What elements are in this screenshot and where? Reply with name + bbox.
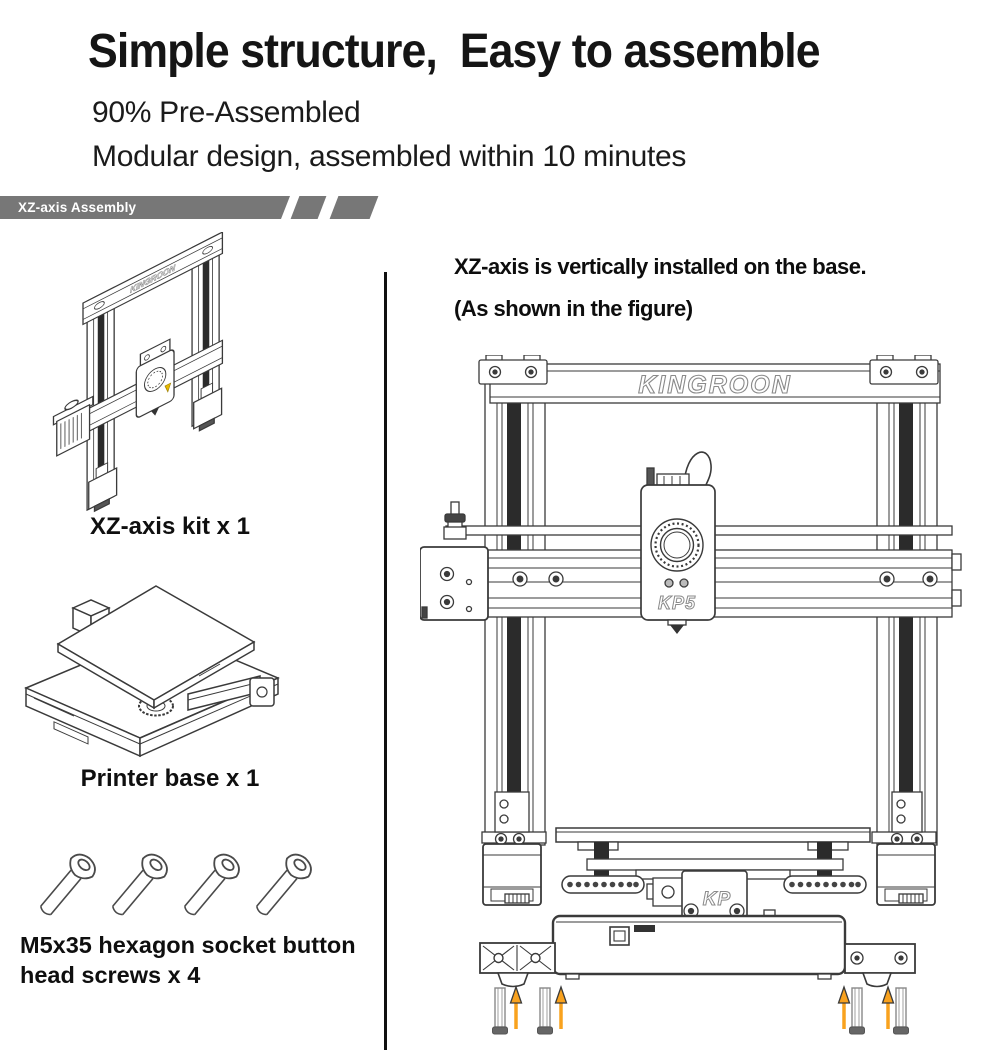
rubber-foot	[861, 972, 893, 988]
foot-brackets	[479, 942, 916, 988]
subtitle-modular: Modular design, assembled within 10 minu…	[92, 140, 687, 173]
screw-direction-arrows	[508, 985, 896, 1031]
column-divider	[384, 272, 387, 1050]
banner-stripe-icon	[290, 196, 327, 219]
xz-axis-kit-illustration: KINGROON	[52, 232, 224, 513]
page-title: Simple structure, Easy to assemble	[88, 25, 821, 78]
base-unit	[551, 909, 847, 980]
instruction-line-1: XZ-axis is vertically installed on the b…	[454, 254, 867, 279]
rubber-foot	[496, 972, 530, 988]
printer-base-illustration	[24, 585, 280, 758]
instruction-line-2: (As shown in the figure)	[454, 296, 693, 321]
x-motor-bracket	[420, 546, 489, 621]
corner-brackets	[478, 355, 939, 385]
printer-illustration: KINGROON	[420, 355, 962, 1035]
z-motor-right	[876, 843, 936, 906]
top-crossbar: KINGROON	[489, 363, 941, 404]
subtitle-preassembled: 90% Pre-Assembled	[92, 96, 361, 129]
instruction-text: XZ-axis is vertically installed on the b…	[454, 246, 984, 330]
up-arrow-icon	[553, 985, 569, 1031]
screws-label: M5x35 hexagon socket button head screws …	[20, 932, 356, 988]
up-arrow-icon	[508, 985, 524, 1031]
usb-port	[634, 925, 655, 932]
nozzle-icon	[670, 625, 684, 634]
extruder-head: KP5	[640, 451, 716, 634]
kp5-logo: KP5	[658, 593, 696, 613]
kp-logo: KP	[703, 889, 731, 910]
printer-base-label: Printer base x 1	[80, 765, 260, 792]
z-nut-brackets	[481, 791, 937, 846]
up-arrow-icon	[880, 985, 896, 1031]
up-arrow-icon	[836, 985, 852, 1031]
section-banner-label: XZ-axis Assembly	[18, 200, 137, 215]
z-motor-left	[482, 843, 542, 906]
kingroon-logo: KINGROON	[638, 371, 792, 399]
banner-stripe-icon	[329, 196, 379, 219]
print-bed-assembly: KP	[555, 827, 871, 919]
xz-axis-kit-label: XZ-axis kit x 1	[89, 513, 251, 540]
x-gantry-beam	[484, 549, 962, 618]
warning-sticker-icon	[164, 382, 172, 393]
screws-illustration	[32, 848, 318, 923]
section-banner: XZ-axis Assembly	[0, 196, 290, 219]
